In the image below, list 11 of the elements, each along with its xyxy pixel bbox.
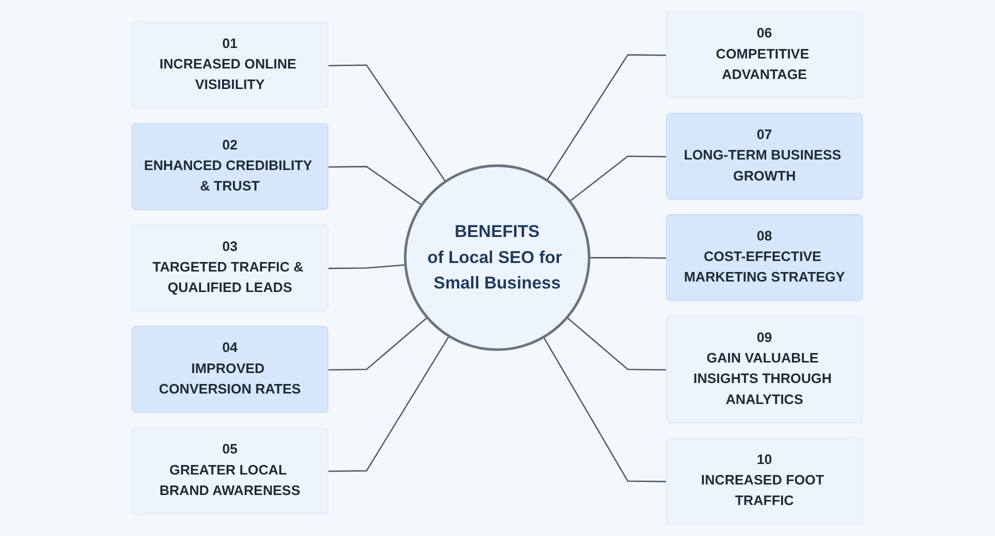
connector [589,257,668,259]
connector [566,316,668,370]
connector [546,54,668,181]
connector [570,156,668,202]
connector [328,316,428,370]
connector [328,264,406,270]
node-circle: BENEFITS of Local SEO for Small Business [404,164,591,351]
connector [543,336,668,482]
connector [328,64,446,182]
connector [328,166,422,206]
connector [328,336,450,472]
